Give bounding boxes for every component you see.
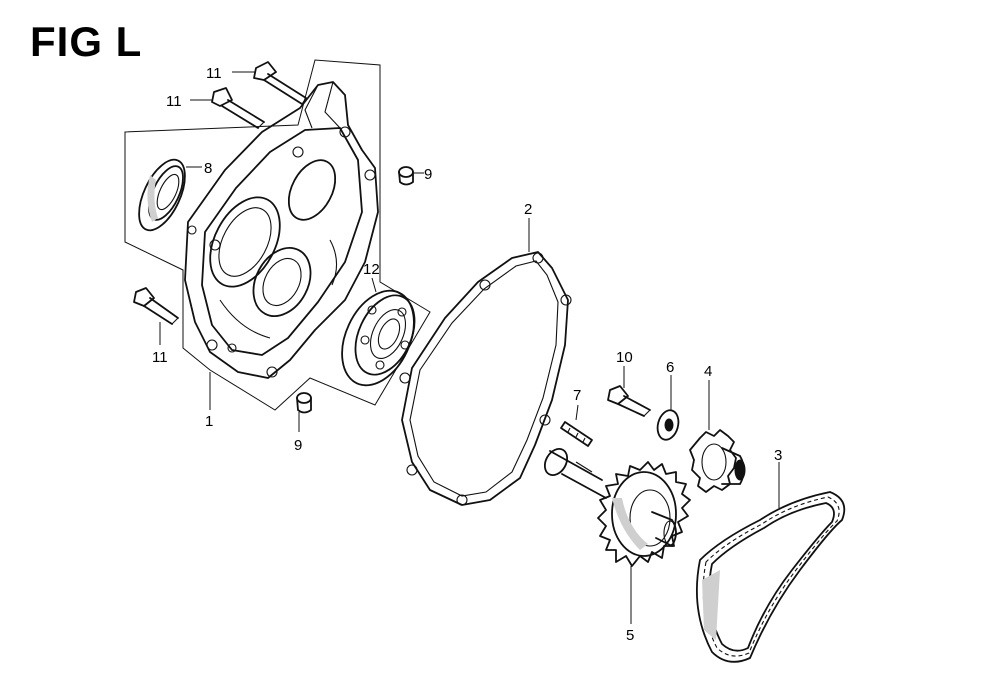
callout-5: 5 (626, 627, 634, 644)
callout-11-lower: 11 (152, 349, 168, 366)
figure-title: FIG L (30, 18, 143, 65)
plain-washer (656, 409, 680, 441)
callout-labels: 11 11 8 9 2 12 11 1 9 10 6 4 7 3 5 (152, 65, 782, 644)
driven-shaft-sprocket (543, 447, 691, 567)
oil-seal (138, 158, 186, 232)
ball-bearing (341, 289, 416, 387)
leader-lines (159, 71, 780, 624)
callout-11-upper: 11 (206, 65, 222, 82)
callout-9-lower: 9 (294, 437, 302, 454)
flange-bolt-upper (253, 61, 307, 105)
dowel-pin-lower (296, 392, 312, 414)
callout-10: 10 (616, 349, 633, 366)
roller-chain (695, 491, 846, 663)
flange-bolt-lower (133, 287, 179, 325)
gear-case-cover (184, 81, 379, 379)
callout-12: 12 (363, 261, 380, 278)
callout-7: 7 (573, 387, 581, 404)
callout-1: 1 (205, 413, 213, 430)
dowel-pin-upper (398, 166, 414, 186)
callout-4: 4 (704, 363, 712, 380)
callout-6: 6 (666, 359, 674, 376)
callout-9-upper: 9 (424, 166, 432, 183)
callout-2: 2 (524, 201, 532, 218)
callout-3: 3 (774, 447, 782, 464)
drive-sprocket (689, 429, 746, 493)
woodruff-key (560, 421, 593, 447)
callout-11-middle: 11 (166, 93, 182, 110)
callout-8: 8 (204, 160, 212, 177)
case-gasket (399, 251, 572, 506)
sprocket-bolt (607, 385, 651, 417)
flange-bolt-middle (211, 87, 265, 129)
assembly-bracket (124, 59, 431, 411)
